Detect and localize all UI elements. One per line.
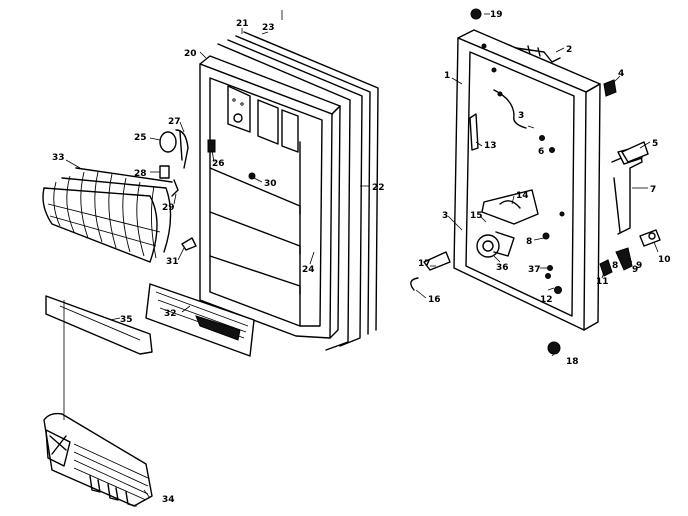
callout-22: 22 — [372, 183, 385, 193]
callout-numbers: 19 2 4 1 3 3 6 13 5 7 14 15 8 8 9 9 10 1… — [52, 10, 671, 505]
callout-33: 33 — [52, 153, 65, 163]
outer-door-panel — [410, 29, 643, 331]
trim-strip — [45, 295, 153, 355]
clip-31 — [181, 237, 197, 251]
callout-8b: 8 — [612, 261, 618, 271]
callout-30: 30 — [264, 179, 277, 189]
light-assembly — [159, 129, 256, 197]
callout-25: 25 — [134, 133, 147, 143]
callout-1: 1 — [444, 71, 450, 81]
callout-3a: 3 — [518, 111, 524, 121]
callout-18: 18 — [566, 357, 579, 367]
callout-19: 19 — [490, 10, 503, 20]
callout-37: 37 — [528, 265, 541, 275]
callout-7: 7 — [650, 185, 656, 195]
callout-9a: 9 — [632, 265, 638, 275]
callout-4: 4 — [618, 69, 624, 79]
callout-2: 2 — [566, 45, 572, 55]
vent-grille — [43, 300, 153, 507]
callout-15: 15 — [470, 211, 483, 221]
callout-9b: 9 — [636, 261, 642, 271]
callout-36: 36 — [496, 263, 509, 273]
door-rail — [145, 283, 255, 357]
callout-6: 6 — [538, 147, 544, 157]
wire-basket — [42, 167, 173, 263]
callout-26: 26 — [212, 159, 225, 169]
callout-24: 24 — [302, 265, 315, 275]
callout-27: 27 — [168, 117, 181, 127]
callout-17: 17 — [418, 259, 431, 269]
top-hinge-2 — [515, 45, 561, 63]
screw-19 — [470, 8, 482, 20]
callout-14: 14 — [516, 191, 529, 201]
callout-13: 13 — [484, 141, 497, 151]
callout-28: 28 — [134, 169, 147, 179]
callout-32: 32 — [164, 309, 177, 319]
inner-door-liner — [199, 31, 379, 351]
callout-10: 10 — [658, 255, 671, 265]
callout-12: 12 — [540, 295, 553, 305]
bracket-5 — [621, 141, 649, 163]
callout-35: 35 — [120, 315, 133, 325]
callout-16: 16 — [428, 295, 441, 305]
callout-20: 20 — [184, 49, 197, 59]
callout-29: 29 — [162, 203, 175, 213]
leader-lines — [65, 10, 659, 499]
callout-31: 31 — [166, 257, 179, 267]
callout-23: 23 — [262, 23, 275, 33]
callout-21: 21 — [236, 19, 249, 29]
bracket-4 — [603, 79, 617, 97]
callout-5: 5 — [652, 139, 658, 149]
callout-8a: 8 — [526, 237, 532, 247]
callout-11: 11 — [596, 277, 609, 287]
callout-34: 34 — [162, 495, 175, 505]
bottom-hinge-parts — [545, 229, 661, 355]
callout-3b: 3 — [442, 211, 448, 221]
